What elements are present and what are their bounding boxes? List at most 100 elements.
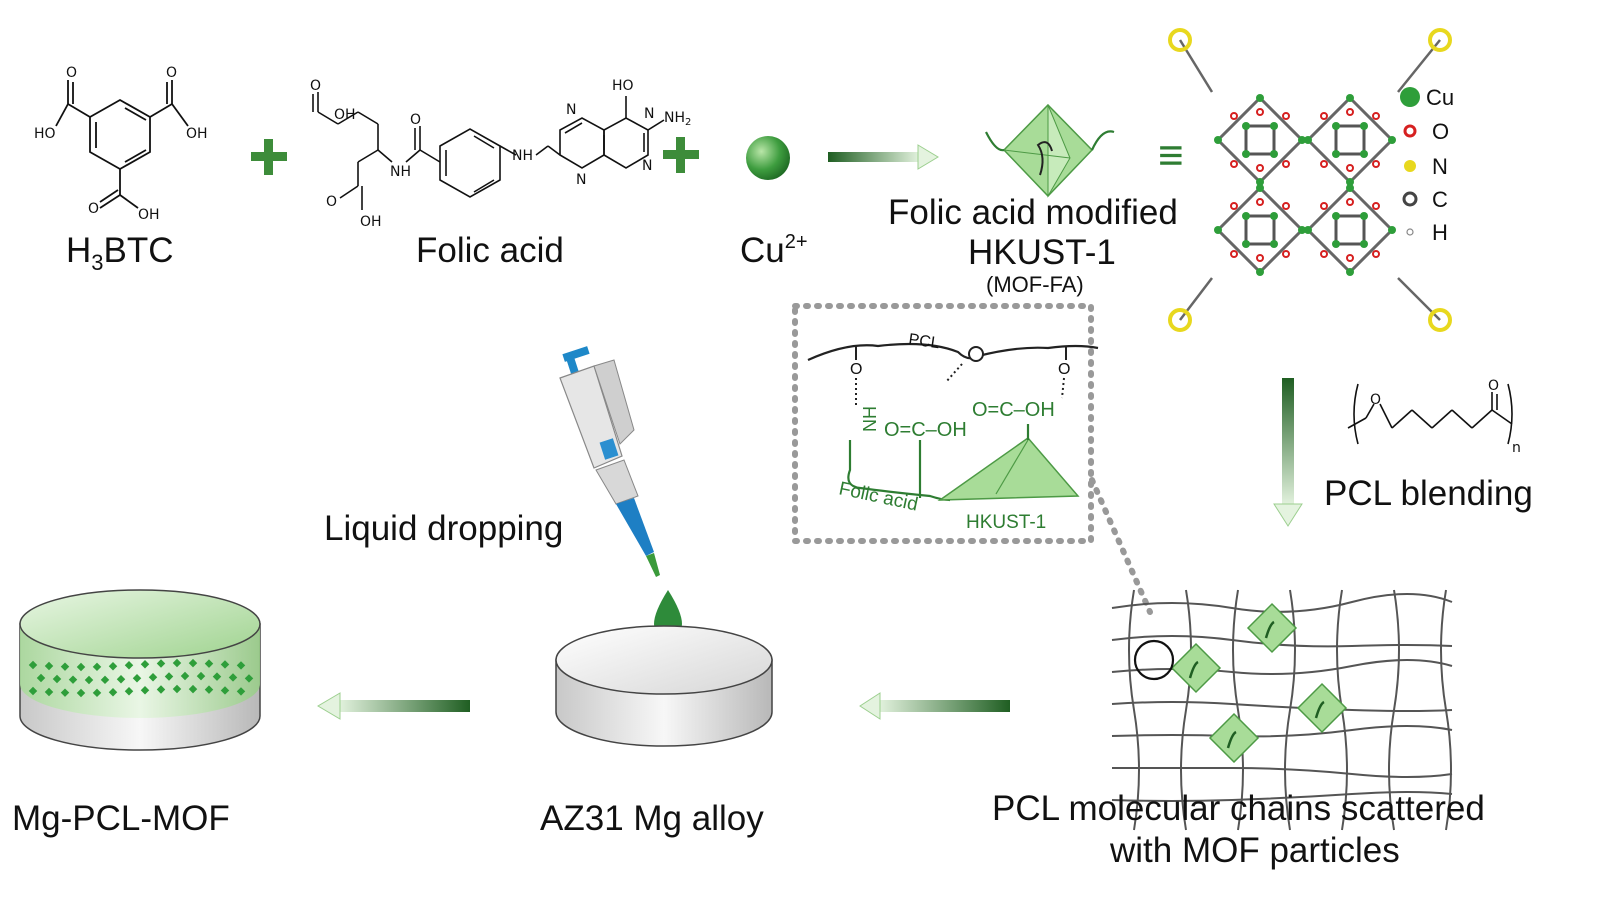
particle-body bbox=[1296, 682, 1348, 734]
inset-hkust-label: HKUST-1 bbox=[966, 512, 1046, 533]
o-atom bbox=[1256, 164, 1264, 172]
cu-atom bbox=[1304, 136, 1312, 144]
o-atom bbox=[1346, 164, 1354, 172]
cu-atom-icon bbox=[1400, 87, 1420, 107]
o-atom bbox=[1320, 160, 1328, 168]
o-atom bbox=[1372, 160, 1380, 168]
cu-atom bbox=[1332, 212, 1340, 220]
n-atom-icon bbox=[1404, 160, 1416, 172]
cu-atom bbox=[1332, 150, 1340, 158]
legend-c: C bbox=[1432, 187, 1448, 212]
fa-o-bottom: O bbox=[326, 194, 337, 210]
o-atom bbox=[1282, 112, 1290, 120]
cu-label: Cu2+ bbox=[740, 231, 808, 270]
cu-atom bbox=[1242, 150, 1250, 158]
btc-structure bbox=[55, 80, 189, 209]
o-atom bbox=[1256, 198, 1264, 206]
o-atom bbox=[1346, 198, 1354, 206]
fa-chain bbox=[1264, 620, 1275, 639]
o-atom bbox=[1230, 112, 1238, 120]
inset-pcl-label: PCL bbox=[907, 331, 940, 352]
btc-o-right: O bbox=[166, 65, 177, 81]
az31-label: AZ31 Mg alloy bbox=[540, 799, 764, 838]
mof-particle bbox=[1296, 682, 1348, 734]
atom-legend: Cu O N C H bbox=[1400, 85, 1454, 245]
fa-n1: N bbox=[566, 102, 576, 118]
mg-pcl-mof-disk bbox=[19, 589, 261, 751]
arrow-left-icon bbox=[859, 692, 1010, 720]
pcl-chain bbox=[1111, 593, 1453, 613]
o-atom bbox=[1320, 112, 1328, 120]
pcl-n-subscript: n bbox=[1512, 440, 1521, 456]
cage-core bbox=[1334, 214, 1366, 246]
cu-atom bbox=[1270, 150, 1278, 158]
cu-atom bbox=[1242, 240, 1250, 248]
fa-chain bbox=[1314, 700, 1325, 719]
cu-atom bbox=[1360, 122, 1368, 130]
btc-oh-right: OH bbox=[186, 126, 208, 142]
cu-atom bbox=[1256, 94, 1264, 102]
pcl-chain bbox=[1232, 589, 1244, 831]
cu-atom bbox=[1346, 94, 1354, 102]
liquid-dropping-label: Liquid dropping bbox=[324, 509, 563, 548]
btc-o-left: O bbox=[66, 65, 77, 81]
fa-linker bbox=[1179, 277, 1213, 321]
cu-atom bbox=[1332, 122, 1340, 130]
pcl-chain bbox=[1111, 725, 1453, 738]
btc-oh-bottom: OH bbox=[138, 207, 160, 223]
mof-framework-structure bbox=[1168, 28, 1452, 332]
plus-icon bbox=[251, 139, 287, 175]
pterin-ring bbox=[1428, 308, 1452, 332]
plus-icon bbox=[663, 137, 699, 173]
cu-atom bbox=[1256, 178, 1264, 186]
folic-acid-label: Folic acid bbox=[416, 231, 564, 270]
fa-chain bbox=[1188, 660, 1199, 679]
pcl-chain bbox=[1111, 659, 1453, 675]
o-atom bbox=[1372, 202, 1380, 210]
cu-ion-sphere bbox=[746, 136, 790, 180]
cu-atom bbox=[1256, 184, 1264, 192]
mof-cage bbox=[1214, 94, 1306, 186]
mof-cage bbox=[1304, 184, 1396, 276]
pcl-chain bbox=[1111, 791, 1453, 802]
mof-cage bbox=[1214, 184, 1306, 276]
legend-cu: Cu bbox=[1426, 85, 1454, 110]
fa-o-amide: O bbox=[410, 112, 421, 128]
btc-ho-left: HO bbox=[34, 126, 56, 142]
cage-core bbox=[1334, 124, 1366, 156]
equivalent-symbol: ≡ bbox=[1158, 131, 1184, 180]
fa-n4: N bbox=[644, 106, 654, 122]
mof-title-line1: Folic acid modified bbox=[888, 193, 1178, 232]
mof-abbrev: (MOF-FA) bbox=[986, 272, 1084, 297]
pcl-chain bbox=[1440, 589, 1452, 831]
pipette-icon bbox=[559, 346, 660, 577]
fa-oh-top: OH bbox=[334, 107, 356, 123]
pterin-ring bbox=[1168, 28, 1192, 52]
highlight-circle bbox=[1133, 639, 1175, 681]
cu-atom bbox=[1360, 150, 1368, 158]
arrow-left-icon bbox=[317, 692, 470, 720]
fa-ho-pter: HO bbox=[612, 78, 634, 94]
cu-atom bbox=[1214, 226, 1222, 234]
o-atom bbox=[1346, 254, 1354, 262]
cu-atom bbox=[1304, 226, 1312, 234]
fa-nh: NH bbox=[390, 164, 411, 180]
pcl-o-ether: O bbox=[1370, 392, 1381, 408]
inset-cooh-1: O=C–OH bbox=[884, 419, 967, 441]
o-atom bbox=[1256, 254, 1264, 262]
arrow-down-icon bbox=[1273, 378, 1303, 527]
o-atom bbox=[1282, 160, 1290, 168]
pterin-ring bbox=[1428, 28, 1452, 52]
legend-h: H bbox=[1432, 220, 1448, 245]
cu-atom bbox=[1346, 184, 1354, 192]
particle-body bbox=[1246, 602, 1298, 654]
o-atom bbox=[1230, 202, 1238, 210]
mof-particle bbox=[1246, 602, 1298, 654]
fa-nh2: NH2 bbox=[664, 110, 691, 128]
mg-pcl-mof-label: Mg-PCL-MOF bbox=[12, 799, 230, 838]
cu-atom bbox=[1270, 122, 1278, 130]
mof-particle bbox=[1170, 642, 1222, 694]
o-atom bbox=[1282, 202, 1290, 210]
fa-n3: N bbox=[642, 158, 652, 174]
mof-title-line2: HKUST-1 bbox=[968, 233, 1116, 272]
